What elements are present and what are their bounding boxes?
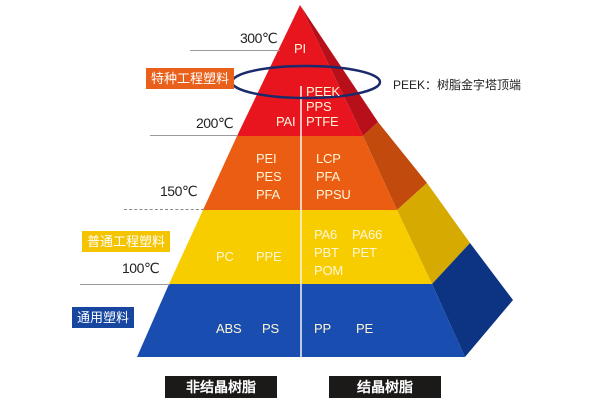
material-pp: PP (314, 321, 331, 336)
material-pa66: PA66 (352, 227, 383, 242)
temp-300: 300℃ (240, 30, 278, 46)
material-pom: POM (314, 263, 344, 278)
temp-200: 200℃ (196, 115, 234, 131)
material-pes: PES (256, 169, 282, 184)
front-orange (203, 136, 397, 210)
side-orange (363, 122, 427, 210)
front-red (237, 5, 363, 136)
footer-amorphous-resin: 非结晶树脂 (165, 376, 277, 398)
material-peek: PEEK (306, 84, 340, 99)
side-red (300, 5, 378, 136)
material-abs: ABS (216, 321, 242, 336)
side-blue (432, 243, 513, 357)
line-100 (80, 284, 170, 285)
material-pfa-left: PFA (256, 187, 280, 202)
material-ppe: PPE (256, 249, 282, 264)
material-ps: PS (262, 321, 279, 336)
material-ppsu: PPSU (316, 187, 351, 202)
material-pet: PET (352, 245, 377, 260)
side-yellow (397, 183, 470, 284)
material-pbt: PBT (314, 245, 339, 260)
line-200 (150, 135, 238, 136)
material-pps: PPS (306, 99, 332, 114)
material-pa6: PA6 (314, 227, 338, 242)
line-150 (124, 209, 204, 210)
material-pe: PE (356, 321, 373, 336)
material-pfa-right: PFA (316, 169, 340, 184)
material-lcp: LCP (316, 151, 341, 166)
line-300 (190, 50, 280, 51)
footer-crystalline-resin: 结晶树脂 (329, 376, 441, 398)
material-ptfe: PTFE (306, 114, 339, 129)
category-special-engineering: 特种工程塑料 (146, 68, 235, 89)
material-pc: PC (216, 249, 234, 264)
material-pei: PEI (256, 151, 277, 166)
temp-150: 150℃ (160, 183, 198, 199)
category-general-engineering: 普通工程塑料 (82, 231, 171, 252)
category-general: 通用塑料 (72, 307, 135, 328)
material-pi: PI (294, 41, 306, 56)
temp-100: 100℃ (122, 260, 160, 276)
material-pai: PAI (276, 114, 296, 129)
peek-annotation: PEEK：树脂金字塔顶端 (393, 78, 522, 92)
